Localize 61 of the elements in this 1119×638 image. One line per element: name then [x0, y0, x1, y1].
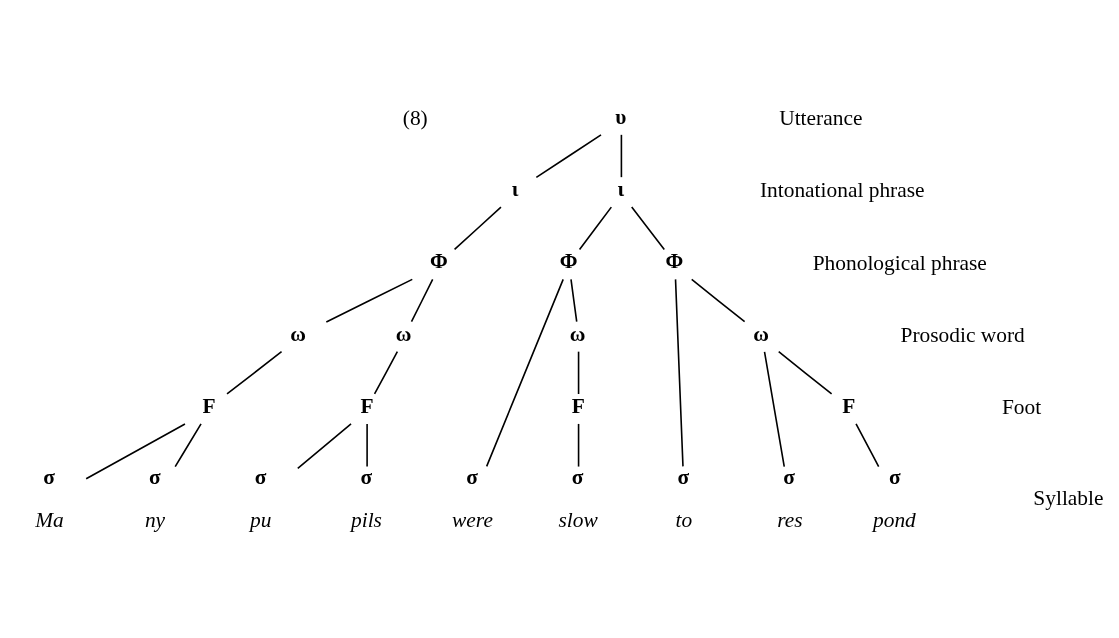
node-text: ω	[753, 321, 769, 346]
node-text: F	[571, 393, 585, 418]
connector	[578, 205, 613, 250]
node-text: σ	[254, 464, 267, 489]
node-text: Φ	[559, 248, 578, 273]
connector	[226, 350, 283, 395]
node-label: pils	[351, 507, 382, 532]
label: Prosodic word	[900, 322, 1025, 347]
node-text: F	[202, 393, 216, 418]
node-text: ι	[511, 176, 519, 201]
node-text: ω	[395, 321, 412, 346]
connector	[296, 422, 352, 469]
node-text: Φ	[665, 248, 684, 273]
node-text: σ	[148, 464, 161, 489]
connector	[763, 350, 786, 467]
connector	[577, 350, 580, 395]
connector	[366, 422, 368, 467]
connector	[570, 278, 578, 322]
node-text: σ	[677, 464, 690, 489]
connector	[485, 278, 564, 467]
node-text: σ	[360, 464, 373, 489]
node-text: σ	[43, 464, 55, 489]
node-label: pu	[249, 507, 272, 532]
connector	[410, 278, 434, 322]
node-text: Φ	[430, 248, 448, 273]
node-text: ω	[569, 321, 586, 346]
node-label: res	[777, 507, 803, 532]
connector	[535, 133, 602, 178]
node-label: slow	[558, 507, 598, 532]
node-text: F	[360, 393, 374, 418]
node-label: Ma	[35, 507, 64, 532]
node-label: were	[452, 507, 493, 532]
label: Foot	[1001, 394, 1042, 419]
label: Phonological phrase	[812, 250, 987, 275]
connector	[630, 205, 666, 250]
label: Syllable	[1033, 485, 1104, 510]
node-text: ω	[290, 321, 306, 346]
node-text: σ	[571, 464, 584, 489]
label: Utterance	[779, 105, 863, 130]
label: Intonational phrase	[759, 177, 925, 202]
connector	[674, 278, 684, 467]
label: (8)	[402, 105, 428, 130]
node-label: pond	[873, 507, 916, 532]
node-text: σ	[466, 464, 478, 489]
connector	[325, 278, 414, 323]
connector	[577, 422, 580, 467]
node-text: υ	[615, 104, 627, 129]
connector	[620, 133, 623, 178]
node-text: σ	[889, 464, 901, 489]
node-text: σ	[783, 464, 796, 489]
connector	[453, 205, 502, 250]
connector	[373, 350, 399, 395]
node-text: F	[842, 393, 856, 418]
node-text: ι	[617, 176, 625, 201]
node-label: to	[675, 507, 693, 532]
connector	[777, 350, 833, 395]
connector	[174, 422, 202, 467]
connector	[690, 278, 746, 322]
connector	[85, 422, 186, 480]
node-label: ny	[144, 507, 166, 532]
connector	[855, 422, 880, 467]
